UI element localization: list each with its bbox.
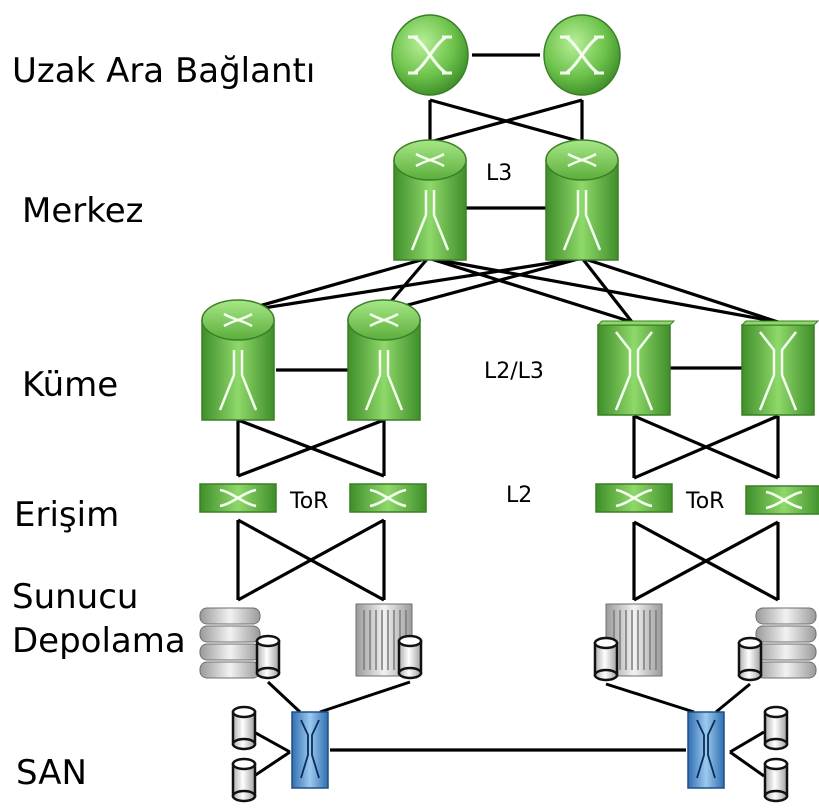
tier-label-core: Merkez <box>22 191 143 231</box>
layer-label-l3: L3 <box>486 161 512 186</box>
layer3-switch-icon <box>392 138 468 262</box>
tor-label: ToR <box>685 489 724 514</box>
storage-cylinder-icon <box>737 636 763 682</box>
links <box>236 53 780 778</box>
storage-cylinder-icon <box>255 634 281 680</box>
servers <box>199 603 817 679</box>
router-icon <box>390 13 470 97</box>
layer-label-l2-l3: L2/L3 <box>484 359 544 384</box>
tier-label-access: Erişim <box>14 495 119 535</box>
storage-cylinder-icon <box>763 705 789 751</box>
storage-disks <box>255 634 763 682</box>
cluster-switch-icon <box>596 319 676 417</box>
tor-switch-icon <box>348 482 428 514</box>
tier-label-server: Sunucu <box>12 577 138 617</box>
stacked-server-icon <box>199 607 261 679</box>
tor-switch-icon <box>198 482 278 514</box>
layer3-switch-icon <box>346 298 422 422</box>
storage-cylinder-icon <box>231 757 257 803</box>
layer-labels: L3 L2/L3 L2 ToR ToR <box>289 161 724 514</box>
core-switches <box>392 138 620 262</box>
storage-cylinder-icon <box>397 634 423 680</box>
storage-cylinder-icon <box>231 705 257 751</box>
layer3-switch-icon <box>200 298 276 422</box>
cluster-switch-icon <box>740 319 819 417</box>
tier-label-cluster: Küme <box>22 365 118 405</box>
tier-labels: Uzak Ara Bağlantı Merkez Küme Erişim Sun… <box>12 51 315 793</box>
tor-switch-icon <box>594 482 674 514</box>
storage-cylinder-icon <box>763 757 789 803</box>
tier-label-core-interconnect: Uzak Ara Bağlantı <box>12 51 315 91</box>
layer-label-l2: L2 <box>506 483 532 508</box>
layer3-switch-icon <box>544 138 620 262</box>
tier-label-storage: Depolama <box>12 621 186 661</box>
tor-label: ToR <box>289 489 328 514</box>
tor-switch-icon <box>744 484 819 516</box>
storage-cylinder-icon <box>593 636 619 682</box>
san-switch-icon <box>687 711 725 789</box>
router-icon <box>542 13 622 97</box>
tier-label-san: SAN <box>16 753 87 793</box>
stacked-server-icon <box>755 607 817 679</box>
san-switch-icon <box>291 711 329 789</box>
